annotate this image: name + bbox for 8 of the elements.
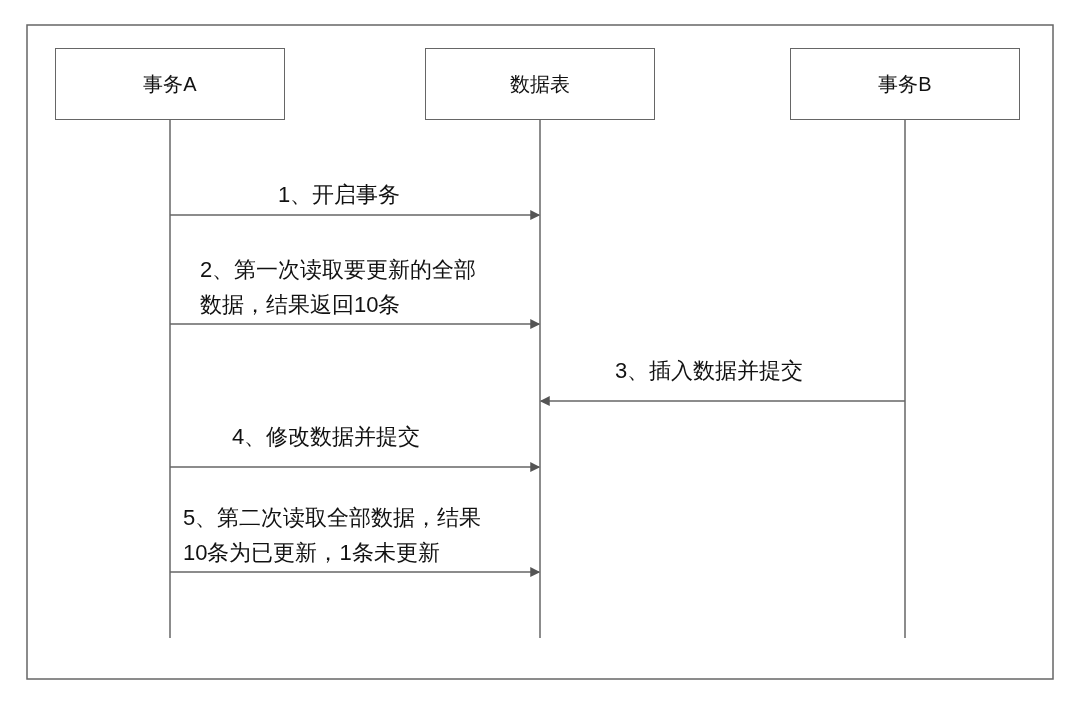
arrow	[539, 396, 906, 406]
arrow	[169, 210, 541, 220]
arrow	[169, 319, 541, 329]
arrow	[169, 567, 541, 577]
participant-box: 事务A	[55, 48, 285, 120]
participant-box: 事务B	[790, 48, 1020, 120]
arrow	[169, 462, 541, 472]
participant-box: 数据表	[425, 48, 655, 120]
